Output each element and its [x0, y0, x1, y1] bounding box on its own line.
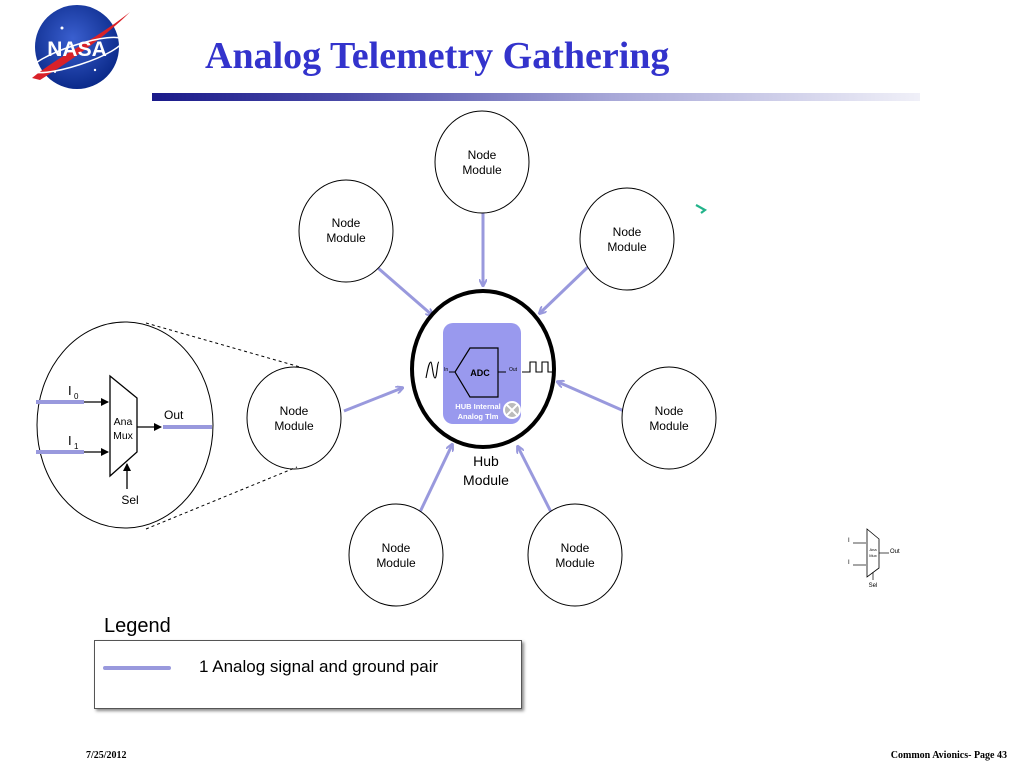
legend-title: Legend	[104, 615, 171, 637]
svg-text:Node: Node	[561, 541, 590, 555]
svg-text:Mux: Mux	[113, 430, 134, 442]
footer-date: 7/25/2012	[86, 750, 127, 761]
hub-module: ADC In Out HUB Internal Analog Tlm Hub M…	[410, 289, 556, 488]
mux-thumbnail: Ana Mux Out Sel I I	[848, 528, 900, 589]
svg-text:Hub: Hub	[473, 453, 499, 469]
page-title: Analog Telemetry Gathering	[205, 35, 670, 77]
svg-text:I: I	[68, 433, 72, 448]
svg-text:ADC: ADC	[470, 368, 490, 378]
node-module-left: Node Module	[246, 366, 342, 470]
svg-text:Module: Module	[649, 419, 689, 433]
svg-text:Module: Module	[462, 163, 502, 177]
footer-page-number: Common Avionics- Page 43	[890, 750, 1007, 761]
svg-text:Module: Module	[463, 472, 509, 488]
svg-text:Node: Node	[613, 225, 642, 239]
svg-text:Module: Module	[555, 556, 595, 570]
svg-text:Out: Out	[509, 367, 518, 373]
svg-text:Out: Out	[164, 408, 184, 422]
svg-text:NASA: NASA	[47, 38, 107, 61]
svg-text:Analog Tlm: Analog Tlm	[458, 412, 499, 421]
svg-text:Sel: Sel	[121, 493, 138, 507]
svg-text:Ana: Ana	[869, 547, 877, 552]
svg-text:0: 0	[74, 392, 79, 401]
svg-text:Out: Out	[890, 549, 900, 555]
nasa-logo: NASA	[30, 5, 130, 89]
svg-text:Node: Node	[332, 216, 361, 230]
legend-entry: 1 Analog signal and ground pair	[199, 657, 439, 676]
node-module-top: Node Module	[434, 110, 530, 214]
node-module-upper-right: Node Module	[579, 187, 675, 291]
svg-text:Module: Module	[326, 231, 366, 245]
svg-text:Module: Module	[376, 556, 416, 570]
node-module-upper-left: Node Module	[298, 179, 394, 283]
svg-text:In: In	[444, 367, 448, 373]
svg-text:Node: Node	[280, 404, 309, 418]
svg-text:Node: Node	[382, 541, 411, 555]
stray-mark	[695, 204, 708, 214]
node-module-lower-left: Node Module	[348, 503, 444, 607]
svg-text:Node: Node	[655, 404, 684, 418]
svg-text:Module: Module	[607, 240, 647, 254]
svg-text:I: I	[848, 538, 850, 544]
svg-text:Node: Node	[468, 148, 497, 162]
mux-detail-zoom: Ana Mux Out Sel I 0 I 1	[36, 321, 301, 530]
title-underline	[152, 93, 920, 101]
svg-text:Ana: Ana	[114, 416, 133, 428]
legend-box: 1 Analog signal and ground pair	[94, 640, 522, 709]
node-module-lower-right: Node Module	[527, 503, 623, 607]
svg-text:HUB Internal: HUB Internal	[455, 402, 500, 411]
svg-text:1: 1	[74, 442, 79, 451]
svg-text:Sel: Sel	[869, 583, 878, 589]
svg-text:I: I	[848, 560, 850, 566]
svg-text:I: I	[68, 383, 72, 398]
signal-arrows	[343, 213, 625, 515]
node-module-right: Node Module	[621, 366, 717, 470]
close-circle-icon	[503, 401, 521, 419]
svg-text:Mux: Mux	[869, 553, 877, 558]
legend-signal-line	[103, 666, 171, 670]
svg-text:Module: Module	[274, 419, 314, 433]
